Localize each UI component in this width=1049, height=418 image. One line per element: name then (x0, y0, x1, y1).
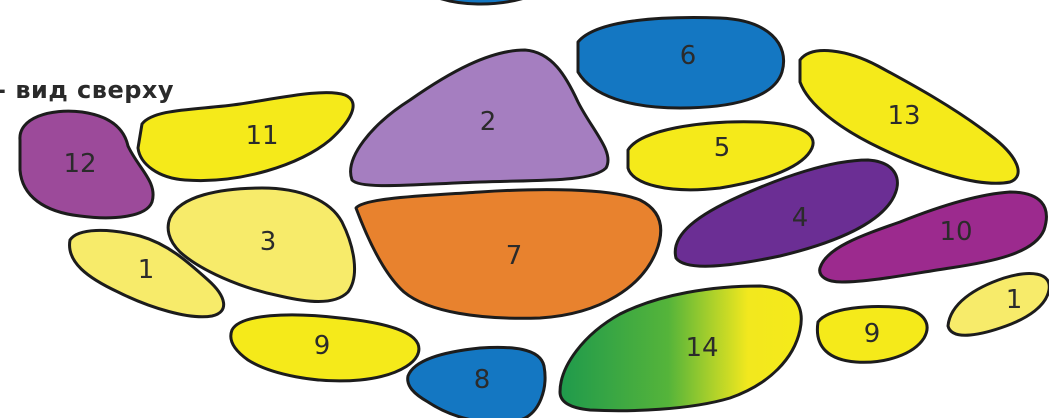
stone-4-number: 4 (792, 203, 809, 233)
stone-13-number: 13 (887, 101, 920, 131)
stone-12: 12 (20, 111, 153, 218)
stone-3-number: 3 (260, 227, 277, 257)
stone-9-left: 9 (231, 315, 419, 381)
stone-14-number: 14 (685, 333, 718, 363)
stone-2-number: 2 (480, 107, 497, 137)
stone-1-right: 1 (948, 274, 1049, 336)
stone-9-right-number: 9 (864, 319, 881, 349)
stone-1-left-number: 1 (138, 255, 155, 285)
stone-1-right-number: 1 (1006, 285, 1023, 315)
stone-6-number: 6 (680, 41, 697, 71)
stone-11: 11 (138, 93, 353, 181)
stone-12-number: 12 (63, 149, 96, 179)
stone-9-left-number: 9 (314, 331, 331, 361)
stone-7-number: 7 (506, 241, 523, 271)
stone-8-number: 8 (474, 365, 491, 395)
stone-9-right: 9 (817, 307, 927, 363)
stone-5-number: 5 (714, 133, 731, 163)
stone-11-number: 11 (245, 121, 278, 151)
caption-top-view: - вид сверху (0, 76, 174, 104)
stone-7: 7 (356, 190, 661, 319)
stone-8: 8 (408, 347, 545, 418)
stone-1-right-shape (948, 274, 1049, 336)
top-stone-partial (412, 0, 560, 4)
stone-6: 6 (578, 18, 784, 108)
stone-2: 2 (351, 50, 608, 186)
stone-10-number: 10 (939, 217, 972, 247)
